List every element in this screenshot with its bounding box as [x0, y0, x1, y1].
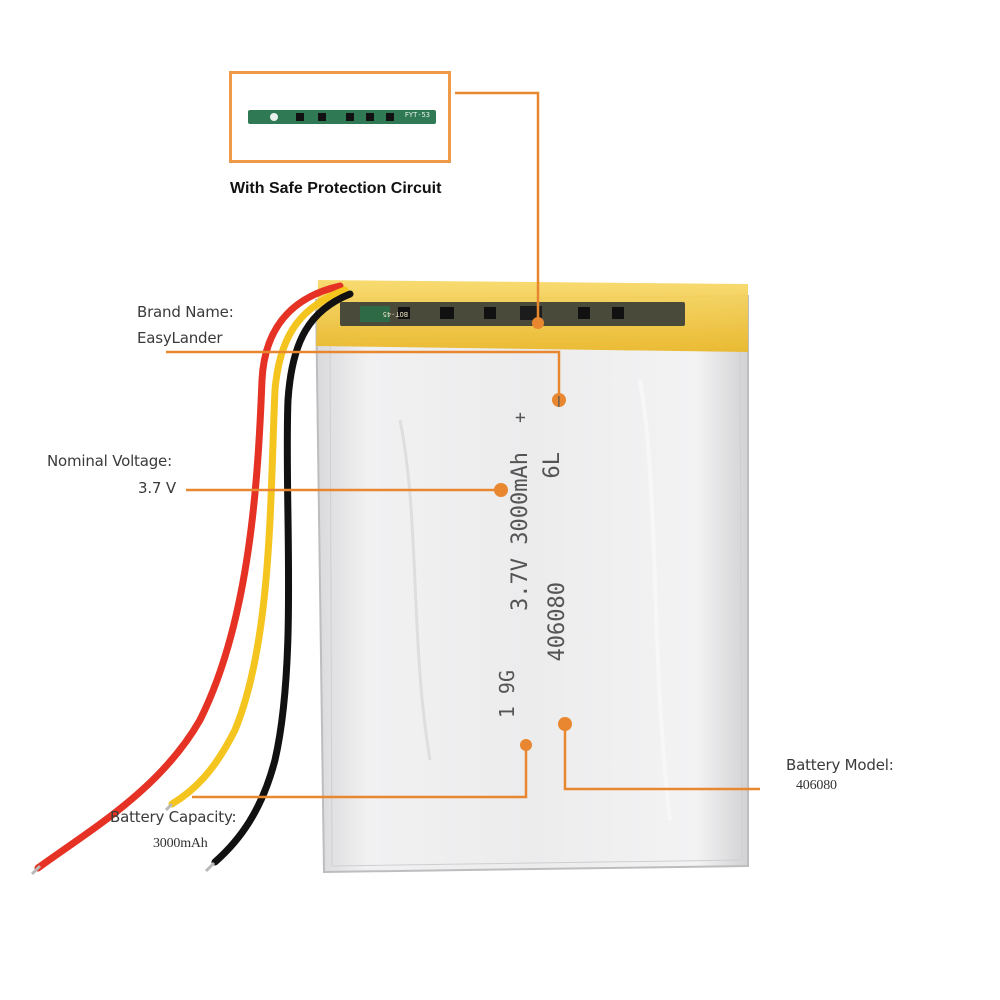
yellow-wire — [168, 286, 349, 808]
model-value: 406080 — [796, 778, 837, 793]
brand-value: EasyLander — [137, 329, 223, 347]
stamp-minus: – — [548, 396, 569, 407]
capacity-callout-line — [192, 745, 528, 799]
pcb-inset: FYT-53 — [229, 71, 451, 163]
stamp-plus: + — [510, 412, 531, 423]
capacity-label: Battery Capacity: — [110, 808, 237, 826]
model-callout-line — [563, 724, 760, 791]
inset-pcb-board: FYT-53 — [248, 110, 436, 124]
pcb-callout-line — [455, 91, 540, 323]
stamp-spec: 3.7V 3000mAh — [508, 452, 533, 611]
voltage-value: 3.7 V — [138, 479, 176, 497]
brand-label: Brand Name: — [137, 303, 234, 321]
brand-callout-line — [166, 350, 561, 400]
kapton-tape: BOT-45 — [316, 280, 748, 352]
black-wire — [211, 290, 354, 866]
protection-pcb — [340, 302, 685, 326]
inset-caption: With Safe Protection Circuit — [230, 180, 442, 197]
pcb-marking: BOT-45 — [383, 310, 408, 318]
capacity-value: 3000mAh — [153, 836, 208, 851]
callout-dots — [494, 317, 572, 751]
voltage-label: Nominal Voltage: — [47, 452, 172, 470]
stamp-model: 406080 — [545, 582, 570, 662]
battery-cell — [314, 294, 749, 874]
stamp-weight: 1 9G — [495, 670, 519, 719]
inset-pcb-marking: FYT-53 — [404, 111, 430, 119]
stamp-code: 6L — [540, 452, 565, 479]
model-label: Battery Model: — [786, 756, 894, 774]
callout-lines — [166, 91, 760, 799]
red-wire — [34, 282, 344, 872]
lead-wires — [30, 282, 354, 876]
